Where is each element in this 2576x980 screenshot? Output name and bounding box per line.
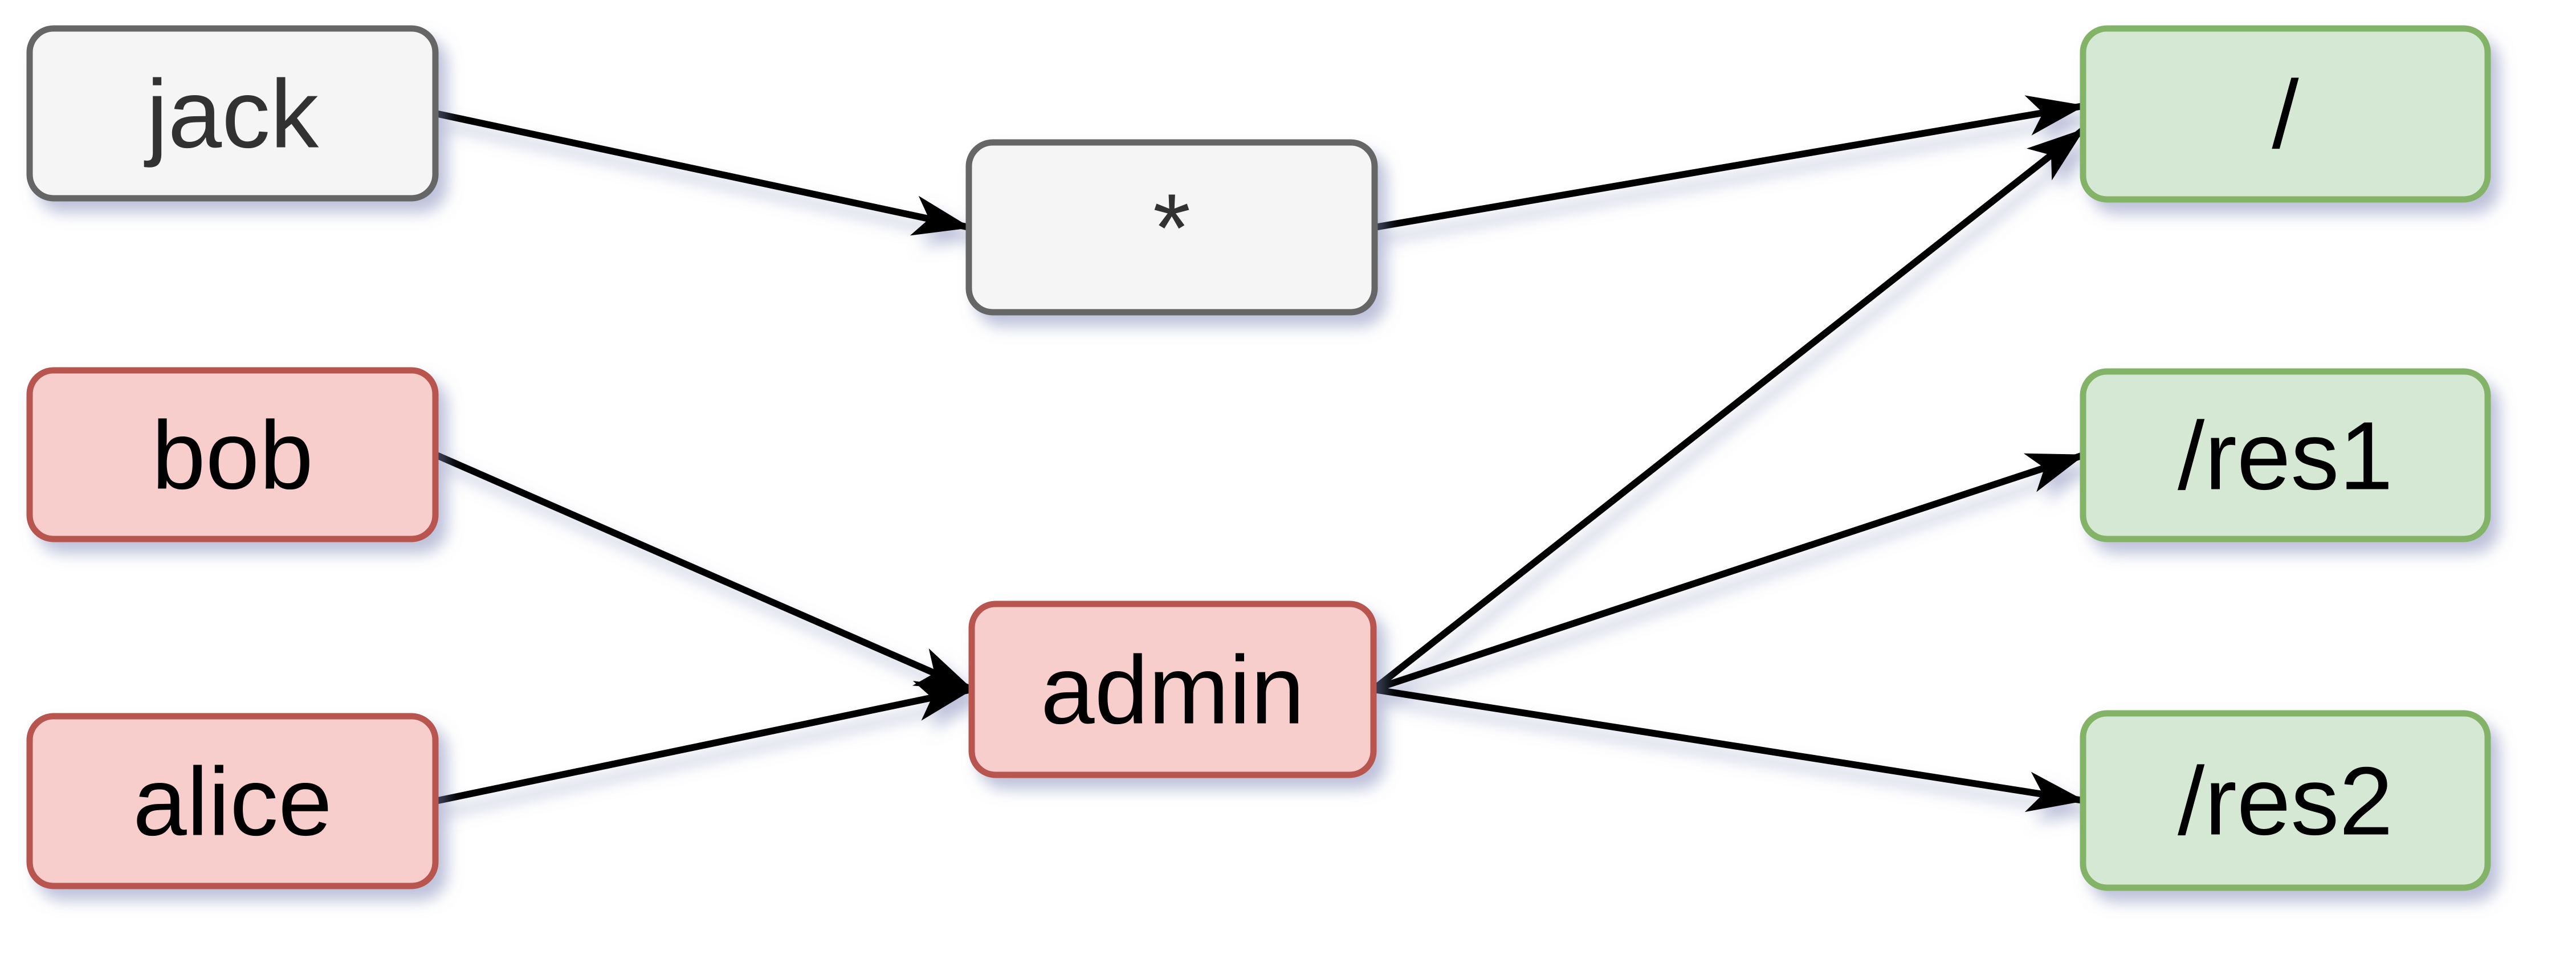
edge-alice-admin bbox=[434, 681, 974, 805]
edge-admin-root bbox=[1371, 127, 2085, 692]
edge-star-root bbox=[1373, 95, 2086, 231]
node-bob-box bbox=[26, 367, 439, 542]
node-res1: /res1 bbox=[2080, 368, 2491, 542]
edges-layer bbox=[434, 95, 2086, 812]
node-admin: admin bbox=[968, 601, 1377, 778]
node-star-box bbox=[965, 139, 1378, 316]
node-res2-label: /res2 bbox=[2178, 748, 2393, 856]
node-bob-label: bob bbox=[152, 402, 313, 510]
node-admin-box bbox=[968, 601, 1377, 778]
node-alice-box bbox=[26, 713, 439, 889]
edge-admin-res1 bbox=[1372, 452, 2085, 693]
node-star-label: * bbox=[1153, 174, 1191, 283]
node-res2-box bbox=[2080, 710, 2491, 891]
node-res1-box bbox=[2080, 368, 2491, 542]
node-alice-label: alice bbox=[133, 748, 332, 856]
node-jack-box bbox=[26, 25, 439, 202]
nodes-layer: jack bob alice * admin / /res1/res2 bbox=[26, 25, 2491, 891]
node-bob: bob bbox=[26, 367, 439, 542]
node-jack-label: jack bbox=[144, 60, 319, 169]
node-jack: jack bbox=[26, 25, 439, 202]
node-res1-label: /res1 bbox=[2178, 402, 2393, 511]
node-star: * bbox=[965, 139, 1378, 316]
edge-jack-star bbox=[434, 110, 971, 236]
edge-bob-admin bbox=[434, 451, 974, 693]
node-root-box bbox=[2080, 25, 2491, 203]
edge-admin-res2 bbox=[1373, 686, 2086, 812]
node-admin-label: admin bbox=[1041, 636, 1305, 745]
node-root: / bbox=[2080, 25, 2491, 203]
node-alice: alice bbox=[26, 713, 439, 889]
node-root-label: / bbox=[2272, 61, 2299, 169]
node-res2: /res2 bbox=[2080, 710, 2491, 891]
